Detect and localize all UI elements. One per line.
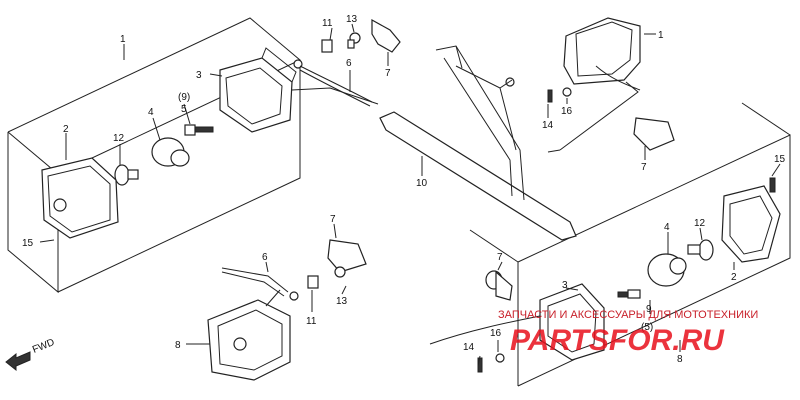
callout-1: 1 [658,30,664,41]
callout-9: (9) [178,92,190,103]
watermark: ЗАПЧАСТИ И АКСЕССУАРЫ ДЛЯ МОТОТЕХНИКИ PA… [498,309,758,357]
wire-harness-center [221,267,299,301]
rear-case-right [539,283,605,361]
callout-12: 12 [113,133,125,144]
callout-7: 7 [385,68,391,79]
callout-16: 16 [490,328,502,339]
callout-12: 12 [694,218,706,229]
callout-7: 7 [497,252,503,263]
turn-signal-housing-upper-right [547,17,641,153]
callout-2: 2 [731,272,737,283]
bulb-left [114,164,139,186]
watermark-text: ЗАПЧАСТИ И АКСЕССУАРЫ ДЛЯ МОТОТЕХНИКИ [498,309,758,321]
fwd-label: FWD [31,337,56,356]
callout-11: 11 [322,18,333,29]
callout-3: 3 [196,70,202,81]
socket-cover-right-lower [485,270,513,301]
lens-housing-right [721,185,781,263]
forward-direction-indicator: FWD [5,337,56,372]
screw-right [769,177,776,193]
callout-11: 11 [306,316,317,327]
callout-13: 13 [346,14,358,25]
callout-8: 8 [677,354,683,365]
bolt-right [617,289,641,299]
bolt-washer-lower [477,353,505,373]
rubber-cover-upper-right [633,117,675,151]
callout-9: 9 [646,304,652,315]
bolt-left [184,124,214,136]
callout-6: 6 [346,58,352,69]
rear-case-left [219,47,297,133]
bolt-washer-top [547,87,572,103]
callout-1: 1 [120,34,126,45]
callout-16: 16 [561,106,573,117]
socket-right [647,253,687,287]
mounting-bracket-frame [379,45,577,241]
leader-lines [39,23,781,367]
callout-7: 7 [641,162,647,173]
callout-15: 15 [774,154,786,165]
wire-harness-right-lower [429,315,541,345]
bulb-right [687,239,714,261]
callout-labels: 1 2 3 4 (9) 5 12 15 6 11 13 7 10 1 14 16… [22,14,786,365]
callout-8: 8 [175,340,181,351]
callout-5: 5 [181,104,187,115]
rubber-cover-center [327,239,367,273]
callout-15: 15 [22,238,34,249]
callout-2: 2 [63,124,69,135]
callout-6: 6 [262,252,268,263]
mount-bracket-top [321,18,401,53]
watermark-logo: PARTSFOR.RU [510,324,725,357]
wire-harness-left-top [291,59,379,107]
callout-4: 4 [664,222,670,233]
callout-13: 13 [336,296,348,307]
lens-housing-left [41,157,119,239]
turn-signal-housing-lower-left [207,289,291,381]
callout-14: 14 [463,342,475,353]
callout-4: 4 [148,107,154,118]
callout-5: (5) [641,322,653,333]
callout-14: 14 [542,120,554,131]
socket-left [151,137,190,167]
rear-right-turn-signal-group-frame [469,102,791,387]
callout-3: 3 [562,280,568,291]
mount-bracket-center [307,266,346,289]
callout-10: 10 [416,178,428,189]
callout-7: 7 [330,214,336,225]
